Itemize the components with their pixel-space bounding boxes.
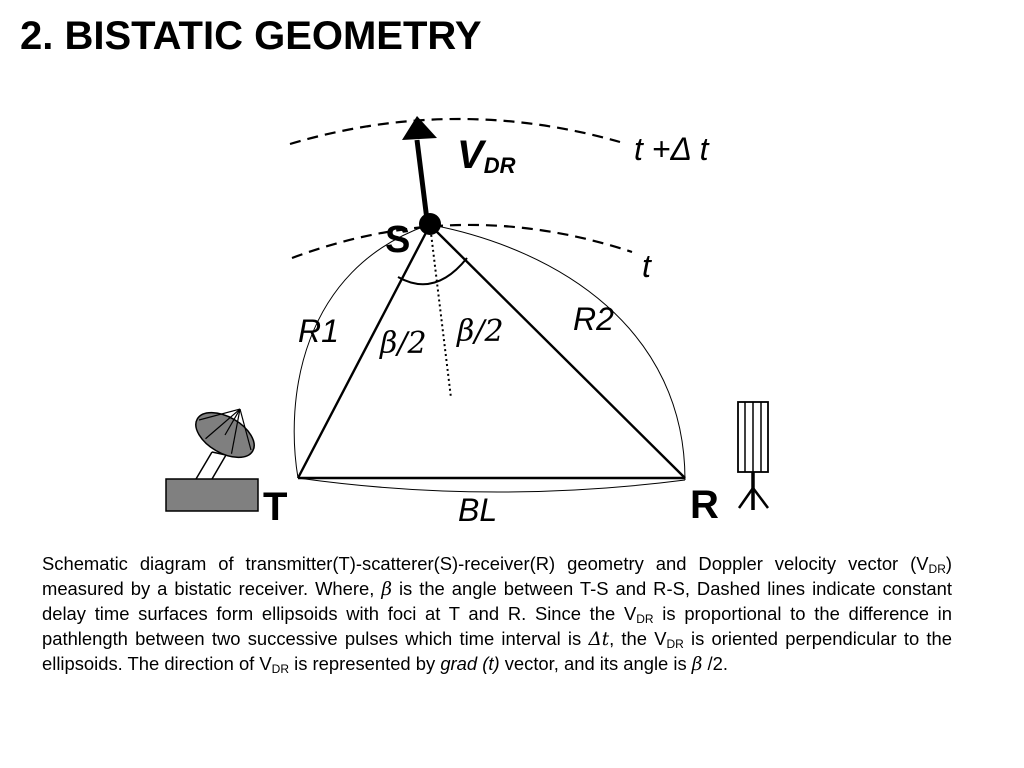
range-r1-line	[296, 224, 432, 479]
delay-surface-inner	[291, 223, 633, 260]
angle-arc	[397, 257, 468, 286]
caption-text: , the V	[609, 627, 667, 649]
caption-subscript: DR	[636, 612, 654, 627]
antenna-array-icon	[737, 401, 769, 510]
ellipse-arc-left	[293, 224, 429, 479]
velocity-label: VDR	[457, 133, 516, 178]
bisector-line	[429, 224, 452, 399]
caption-text: is represented by	[289, 653, 441, 675]
scatterer-label: S	[385, 219, 410, 261]
bistatic-geometry-diagram: S T R VDR t +Δ t t R1 R2 β/2 β/2 BL	[165, 116, 769, 529]
caption-subscript: DR	[928, 562, 946, 576]
caption-text: is oriented perpendicular to the ellipso…	[42, 627, 952, 675]
time-inner-label: t	[642, 248, 652, 284]
caption-text: ) measured by a bistatic receiver. Where…	[42, 553, 952, 599]
beta-symbol: β	[691, 654, 703, 676]
caption-subscript: DR	[666, 636, 684, 651]
ellipse-arc-right	[431, 224, 686, 481]
caption-subscript: DR	[271, 662, 290, 677]
caption-text: Schematic diagram of transmitter(T)-scat…	[42, 553, 929, 574]
range-r2-label: R2	[573, 301, 614, 337]
time-outer-label: t +Δ t	[634, 131, 710, 167]
grad-term: grad (t)	[440, 653, 500, 675]
caption-text: vector, and its angle is	[499, 653, 692, 675]
page-title: 2. BISTATIC GEOMETRY	[20, 14, 482, 58]
range-r2-line	[429, 224, 686, 479]
baseline-label: BL	[458, 492, 497, 528]
scatterer-point	[419, 213, 441, 235]
beta-symbol: β	[381, 578, 392, 600]
delta-t-symbol: Δt	[588, 628, 610, 650]
caption-text: is proportional to the difference in pat…	[42, 603, 952, 649]
caption-text: /2.	[702, 653, 728, 675]
transmitter-label: T	[263, 485, 287, 529]
range-r1-label: R1	[298, 313, 339, 349]
velocity-label-sub: DR	[484, 153, 516, 178]
figure-caption: Schematic diagram of transmitter(T)-scat…	[42, 552, 952, 678]
velocity-vector	[414, 139, 430, 221]
receiver-label: R	[690, 483, 719, 527]
caption-text: is the angle between T-S and R-S, Dashed…	[42, 577, 952, 625]
half-angle-left-label: β/2	[379, 326, 427, 361]
satellite-dish-icon	[165, 408, 259, 512]
half-angle-right-label: β/2	[456, 314, 504, 349]
ellipse-arc-bottom	[297, 477, 686, 493]
delay-surface-outer	[289, 117, 621, 146]
velocity-arrowhead-icon	[402, 116, 437, 140]
velocity-label-main: V	[457, 133, 487, 177]
